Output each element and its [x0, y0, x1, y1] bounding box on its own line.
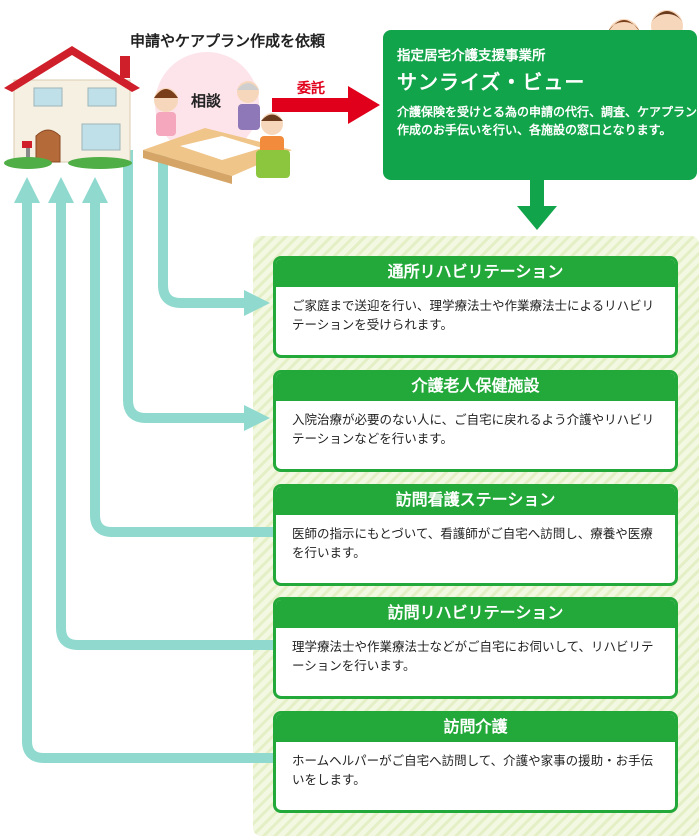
service-card-visiting-rehab: 訪問リハビリテーション 理学療法士や作業療法士などがご自宅にお伺いして、リハビリ…: [273, 597, 678, 699]
service-title: 訪問看護ステーション: [276, 487, 675, 515]
arrow-from-home-care: [22, 200, 273, 763]
service-card-home-care: 訪問介護 ホームヘルパーがご自宅へ訪問して、介護や家事の援助・お手伝いをします。: [273, 711, 678, 813]
service-description: ホームヘルパーがご自宅へ訪問して、介護や家事の援助・お手伝いをします。: [292, 753, 654, 787]
request-caption: 申請やケアプラン作成を依頼: [130, 32, 326, 50]
arrow-from-visit-rehab: [56, 200, 273, 650]
flow-arrows: [22, 150, 273, 763]
arrow-to-day-rehab: [158, 150, 246, 308]
arrow-to-health-facility: [123, 150, 246, 423]
arrowhead-home-care-up: [14, 177, 40, 203]
service-title: 介護老人保健施設: [276, 373, 675, 401]
consult-label: 相談: [191, 92, 222, 110]
house-illustration: [4, 46, 140, 169]
provider-down-arrow: [517, 180, 557, 230]
delegate-label: 委託: [297, 81, 325, 97]
provider-name: サンライズ・ビュー: [397, 70, 586, 94]
service-description: 医師の指示にもとづいて、看護師がご自宅へ訪問し、療養や医療を行います。: [292, 526, 653, 560]
service-title: 通所リハビリテーション: [276, 259, 675, 287]
care-provider-box: 指定居宅介護支援事業所 サンライズ・ビュー 介護保険を受けとる為の申請の代行、調…: [383, 30, 697, 180]
arrow-from-nursing: [90, 200, 273, 537]
service-card-visiting-nurse: 訪問看護ステーション 医師の指示にもとづいて、看護師がご自宅へ訪問し、療養や医療…: [273, 484, 678, 586]
service-card-health-facility: 介護老人保健施設 入院治療が必要のない人に、ご自宅に戻れるよう介護やリハビリテー…: [273, 370, 678, 472]
arrowhead-visit-rehab-up: [48, 177, 74, 203]
arrowhead-nursing-up: [82, 177, 108, 203]
arrowhead-health-facility: [244, 405, 270, 431]
service-title: 訪問介護: [276, 714, 675, 742]
service-description: ご家庭まで送迎を行い、理学療法士や作業療法士によるリハビリテーションを受けられま…: [292, 298, 655, 332]
consultation-illustration: [143, 52, 292, 184]
service-card-day-rehab: 通所リハビリテーション ご家庭まで送迎を行い、理学療法士や作業療法士によるリハビ…: [273, 256, 678, 358]
service-description: 理学療法士や作業療法士などがご自宅にお伺いして、リハビリテーションを行います。: [292, 639, 654, 673]
delegate-arrow: [272, 86, 380, 124]
service-description: 入院治療が必要のない人に、ご自宅に戻れるよう介護やリハビリテーションなどを行いま…: [292, 412, 655, 446]
provider-kind: 指定居宅介護支援事業所: [397, 48, 546, 64]
service-title: 訪問リハビリテーション: [276, 600, 675, 628]
provider-description: 介護保険を受けとる為の申請の代行、調査、ケアプラン作成のお手伝いを行い、各施設の…: [397, 105, 698, 137]
arrowhead-day-rehab: [244, 290, 270, 316]
